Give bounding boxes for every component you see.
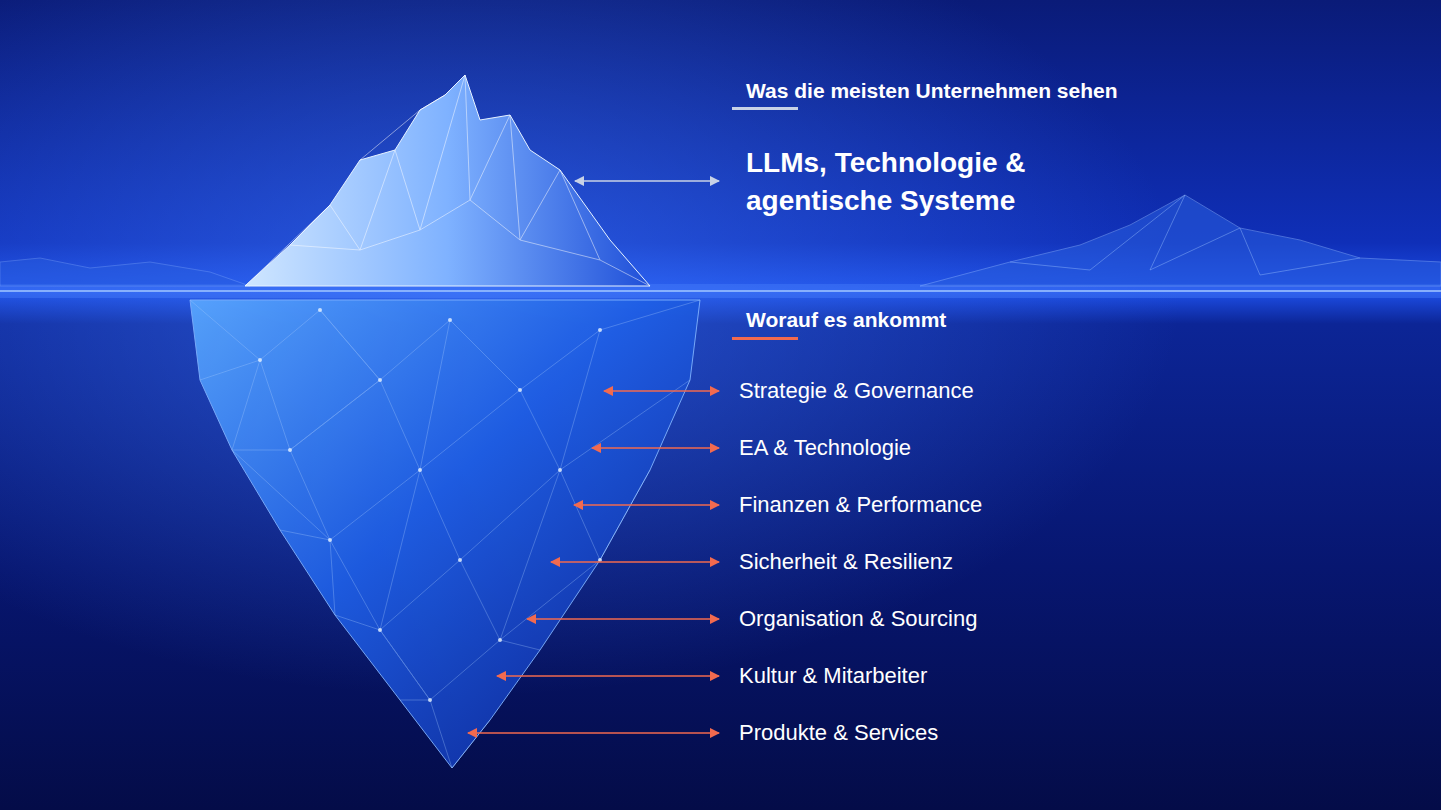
visible-layer-text: LLMs, Technologie & agentische Systeme — [746, 144, 1086, 220]
layer-label: Sicherheit & Resilienz — [739, 548, 1339, 576]
layer-label: Kultur & Mitarbeiter — [739, 662, 1339, 690]
layer-label: Produkte & Services — [739, 719, 1339, 747]
section-heading: Was die meisten Unternehmen sehen — [746, 77, 1266, 105]
section-heading: Worauf es ankommt — [746, 306, 1266, 334]
layer-label: Finanzen & Performance — [739, 491, 1339, 519]
layer-label: Strategie & Governance — [739, 377, 1339, 405]
layer-label: EA & Technologie — [739, 434, 1339, 462]
layer-label: Organisation & Sourcing — [739, 605, 1339, 633]
